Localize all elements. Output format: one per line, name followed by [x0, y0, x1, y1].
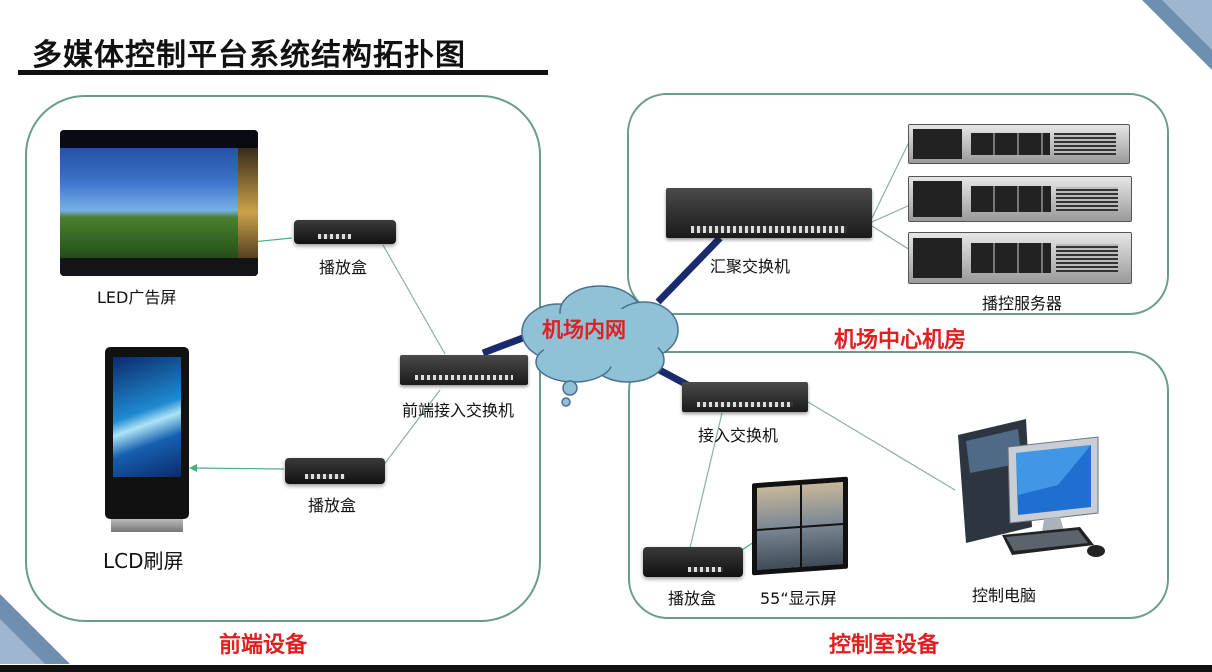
led-screen-image — [60, 130, 258, 276]
aggregation-switch-image — [666, 188, 872, 238]
link-switch-to-bottom-box — [379, 389, 441, 471]
link-switch-to-top-box — [382, 244, 446, 355]
link-access-to-pc — [807, 401, 956, 491]
link-access-to-box — [689, 412, 723, 549]
player-box-top-label: 播放盒 — [319, 258, 368, 277]
player-box-control-image — [643, 547, 743, 577]
access-switch-image — [682, 382, 808, 412]
front-switch-image — [400, 355, 528, 385]
link-agg-to-server-1 — [871, 139, 911, 219]
control-room-section-label: 控制室设备 — [829, 633, 940, 658]
title-underline — [18, 70, 548, 75]
control-pc-icon — [958, 419, 1105, 557]
servers-label: 播控服务器 — [982, 294, 1063, 313]
lcd-screen-label: LCD刷屏 — [103, 549, 184, 573]
led-screen-label: LED广告屏 — [97, 288, 177, 307]
player-box-top-image — [294, 220, 396, 244]
lcd-kiosk-image — [105, 347, 189, 532]
trunk-link-center — [655, 235, 723, 305]
corner-decoration-bottom-left — [0, 594, 70, 664]
corner-decoration-top-right — [1142, 0, 1212, 70]
display-55-image — [752, 476, 848, 576]
server-3-image — [908, 232, 1132, 284]
player-box-control-label: 播放盒 — [668, 589, 717, 608]
aggregation-switch-label: 汇聚交换机 — [710, 257, 791, 276]
link-agg-to-server-3 — [871, 225, 911, 251]
network-label: 机场内网 — [542, 318, 626, 342]
network-cloud-icon — [521, 285, 679, 407]
display-55-label: 55“显示屏 — [760, 589, 837, 608]
player-box-bottom-image — [285, 458, 385, 484]
link-bottom-box-to-lcd — [191, 467, 285, 470]
bottom-bar — [0, 665, 1212, 672]
link-top-box-to-led — [251, 237, 293, 243]
arrow-to-lcd — [189, 464, 197, 472]
control-room-panel — [628, 351, 1169, 619]
center-room-panel — [627, 93, 1169, 315]
front-section-label: 前端设备 — [219, 633, 308, 658]
server-1-image — [908, 124, 1130, 164]
link-agg-to-server-2 — [871, 204, 911, 223]
server-2-image — [908, 176, 1132, 222]
center-room-section-label: 机场中心机房 — [834, 328, 967, 353]
front-switch-label: 前端接入交换机 — [402, 401, 515, 420]
player-box-bottom-label: 播放盒 — [308, 496, 357, 515]
page-title: 多媒体控制平台系统结构拓扑图 — [32, 38, 466, 73]
trunk-link-front — [481, 332, 530, 357]
control-pc-label: 控制电脑 — [972, 586, 1037, 605]
access-switch-label: 接入交换机 — [698, 426, 779, 445]
